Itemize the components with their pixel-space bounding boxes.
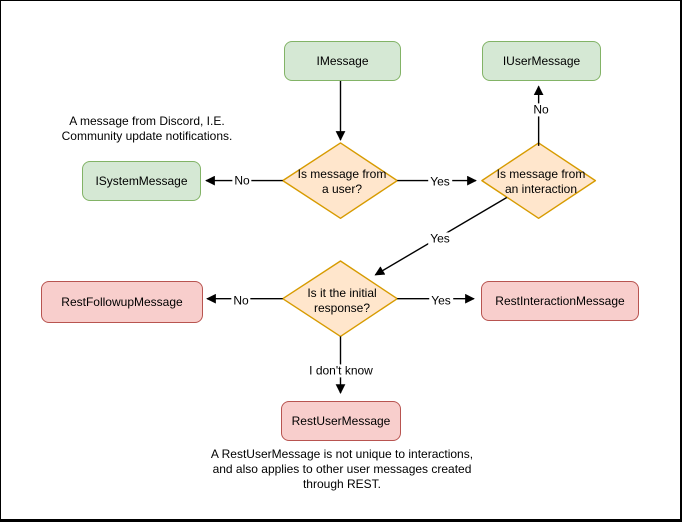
node-restfollowupmessage: RestFollowupMessage — [41, 281, 203, 323]
edge-label-dont-know: I don't know — [307, 363, 375, 378]
edge-label-initial-no: No — [231, 293, 251, 308]
annotation-system-message-note: A message from Discord, I.E. Community u… — [61, 114, 233, 144]
decision-diamond-is-from-interaction — [481, 142, 597, 220]
annotation-rest-user-message-note: A RestUserMessage is not unique to inter… — [210, 447, 474, 492]
edge-label-interaction-yes: Yes — [428, 231, 452, 246]
edge-label-interaction-no: No — [531, 102, 551, 117]
node-imessage: IMessage — [284, 41, 401, 81]
edge-label-initial-yes: Yes — [429, 293, 453, 308]
node-isystemmessage: ISystemMessage — [82, 161, 201, 201]
node-restinteractionmessage: RestInteractionMessage — [481, 281, 639, 321]
node-iusermessage: IUserMessage — [482, 41, 601, 81]
decision-diamond-is-from-user — [282, 142, 398, 220]
edge-label-user-yes: Yes — [428, 174, 452, 189]
edge-label-user-no: No — [232, 173, 252, 188]
node-restusermessage: RestUserMessage — [281, 401, 401, 441]
